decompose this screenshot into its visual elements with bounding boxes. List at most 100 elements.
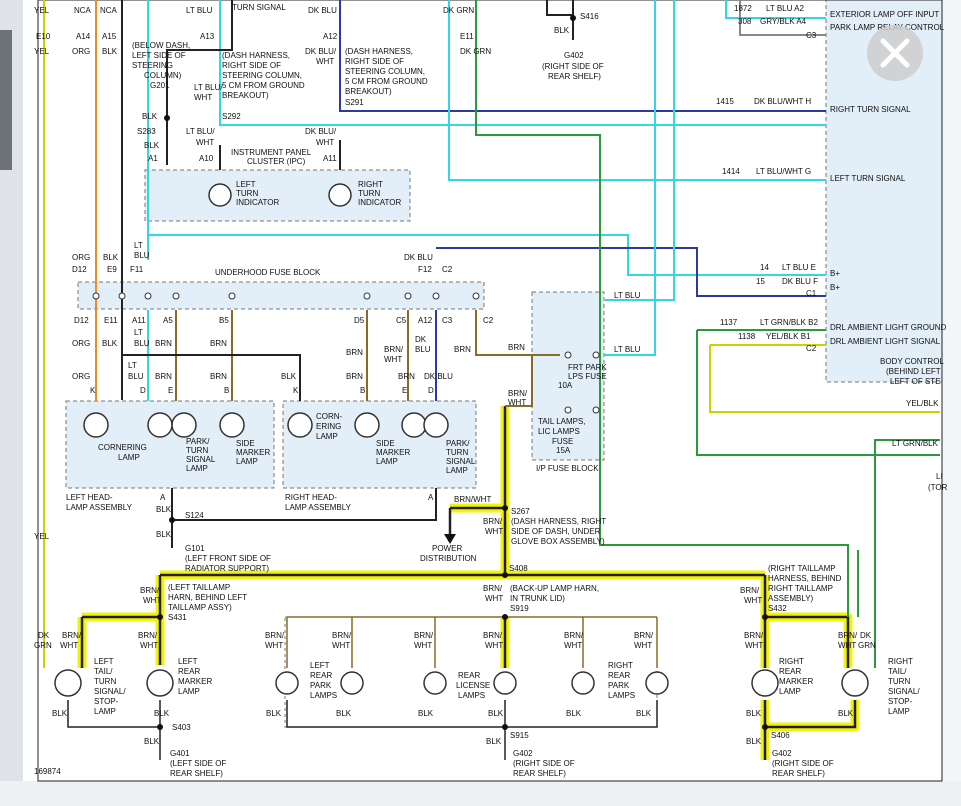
- label-blk-7: BLK: [156, 505, 172, 514]
- label-pin-d-2: D: [428, 386, 434, 395]
- label-right-tail-4: SIGNAL/: [888, 687, 920, 696]
- label-14: 14: [760, 263, 769, 272]
- splice-points: [157, 15, 768, 730]
- label-e11: E11: [460, 32, 474, 41]
- label-s291: S291: [345, 98, 364, 107]
- label-frt-park-3: 10A: [558, 381, 573, 390]
- label-lt-blu-wht-g: LT BLU/WHT G: [756, 167, 811, 176]
- label-pin-a-r: A: [428, 493, 434, 502]
- label-org-1: ORG: [72, 47, 90, 56]
- label-pin-k-2: K: [293, 386, 299, 395]
- label-blk-18: BLK: [838, 709, 854, 718]
- label-pin-a-l: A: [160, 493, 166, 502]
- label-dk-blu-wht-1b: WHT: [316, 57, 334, 66]
- label-top-dk-blu: DK BLU: [308, 6, 337, 15]
- label-right-taillamp-harn-1: (RIGHT TAILLAMP: [768, 564, 836, 573]
- label-blk-11: BLK: [266, 709, 282, 718]
- wire-brn-c2: [475, 310, 532, 356]
- label-g401: G401: [170, 749, 190, 758]
- label-park-turn-l-1: PARK/: [186, 437, 210, 446]
- label-brn-wht-9a: BRN/: [138, 631, 158, 640]
- wire-lt-blu-fuse: [604, 0, 656, 356]
- diagram-labels: YEL NCA NCA LT BLU TURN SIGNAL DK BLU DK…: [34, 3, 948, 778]
- label-frt-park-2: LPS FUSE: [568, 372, 607, 381]
- label-body-control-3: LEFT OF STE: [890, 377, 941, 386]
- label-brn-wht-10b: WHT: [265, 641, 283, 650]
- label-lt-blu-e: LT BLU E: [782, 263, 816, 272]
- label-blk-17: BLK: [746, 709, 762, 718]
- label-brn-wht-1b: WHT: [384, 355, 402, 364]
- label-park-turn-l-3: SIGNAL: [186, 455, 216, 464]
- wire-blk-lamp: [121, 310, 301, 401]
- label-left-taillamp-harn-1: (LEFT TAILLAMP: [168, 583, 230, 592]
- label-s292-desc-3: STEERING COLUMN,: [222, 71, 302, 80]
- wire-lt-blu-b: [148, 234, 826, 276]
- label-gry-blk-a4: GRY/BLK A4: [760, 17, 807, 26]
- label-left-taillamp-harn-3: TAILLAMP ASSY): [168, 603, 232, 612]
- label-underhood-fuse-block: UNDERHOOD FUSE BLOCK: [215, 268, 321, 277]
- label-backup-harn-1: (BACK-UP LAMP HARN,: [510, 584, 599, 593]
- label-brn-wht-16a: BRN/: [744, 631, 764, 640]
- label-yel-2: YEL: [34, 47, 50, 56]
- label-g101: G101: [185, 544, 205, 553]
- label-s292-desc-5: BREAKOUT): [222, 91, 269, 100]
- label-s267-desc-2: SIDE OF DASH, UNDER: [511, 527, 601, 536]
- wire-lt-grn: [696, 329, 940, 456]
- label-dk-2: DK: [38, 631, 50, 640]
- label-b5: B5: [219, 316, 229, 325]
- label-s915: S915: [510, 731, 529, 740]
- fuse-terminals: [92, 292, 600, 414]
- label-brn-5: BRN: [508, 343, 525, 352]
- label-a15: A15: [102, 32, 117, 41]
- label-brn-wht-5a: BRN/: [140, 586, 160, 595]
- wire-lt-blu-c1: [605, 0, 675, 301]
- label-left-turn-1: LEFT: [236, 180, 256, 189]
- label-tail-lamps-2: LIC LAMPS: [538, 427, 580, 436]
- label-blk-top: BLK: [554, 26, 570, 35]
- label-dk-blu-top: DK BLU: [404, 253, 433, 262]
- label-right-turn-2: TURN: [358, 189, 380, 198]
- label-s291-desc-2: RIGHT SIDE OF: [345, 57, 404, 66]
- label-lt-blu-wht-1b: WHT: [194, 93, 212, 102]
- close-button[interactable]: [867, 25, 923, 81]
- label-d12-bottom: D12: [74, 316, 89, 325]
- label-brn-wht-2a: BRN/: [508, 389, 528, 398]
- label-dk-blu-wht-2b: WHT: [316, 138, 334, 147]
- label-grn-1: GRN: [34, 641, 52, 650]
- label-g402-top-desc-2: REAR SHELF): [548, 72, 601, 81]
- label-lt-blu-wht-1: LT BLU/: [194, 83, 223, 92]
- label-drl-ground: DRL AMBIENT LIGHT GROUND: [830, 323, 947, 332]
- power-distribution-arrow: [444, 534, 456, 544]
- label-brn-8: BRN: [346, 372, 363, 381]
- label-power-2: DISTRIBUTION: [420, 554, 477, 563]
- rear-park-wires: [286, 616, 658, 668]
- lamp-bulbs: [54, 183, 869, 697]
- label-tail-lamps-1: TAIL LAMPS,: [538, 417, 586, 426]
- label-side-marker-r-2: MARKER: [376, 448, 410, 457]
- label-e9: E9: [107, 265, 117, 274]
- label-a12-b: A12: [418, 316, 433, 325]
- label-left-tail-2: TAIL/: [94, 667, 113, 676]
- label-park-turn-r-1: PARK/: [446, 439, 470, 448]
- label-pin-e-2: E: [402, 386, 407, 395]
- label-b-plus-2: B+: [830, 283, 840, 292]
- label-brn-wht-7b: WHT: [744, 596, 762, 605]
- label-right-rear-park-3: PARK: [608, 681, 630, 690]
- label-left-rear-park-3: PARK: [310, 681, 332, 690]
- label-ip-fuse-block: I/P FUSE BLOCK: [536, 464, 599, 473]
- label-tor-cut: (TOR: [928, 483, 948, 492]
- label-right-tail-6: LAMP: [888, 707, 910, 716]
- wire-dk-grn-rear: [857, 439, 940, 668]
- label-cornering-r-3: LAMP: [316, 432, 338, 441]
- label-right-turn-3: INDICATOR: [358, 198, 401, 207]
- label-right-rear-park-1: RIGHT: [608, 661, 633, 670]
- label-rear-license-1: REAR: [458, 671, 480, 680]
- label-a11: A11: [323, 154, 337, 163]
- label-top-nca-1: NCA: [74, 6, 92, 15]
- label-park-turn-r-2: TURN: [446, 448, 468, 457]
- label-g401-desc-2: REAR SHELF): [170, 769, 223, 778]
- label-brn-wht-15a: BRN/: [634, 631, 654, 640]
- label-s283: S283: [137, 127, 156, 136]
- label-g402-mid: G402: [513, 749, 533, 758]
- label-brn-wht-7a: BRN/: [740, 586, 760, 595]
